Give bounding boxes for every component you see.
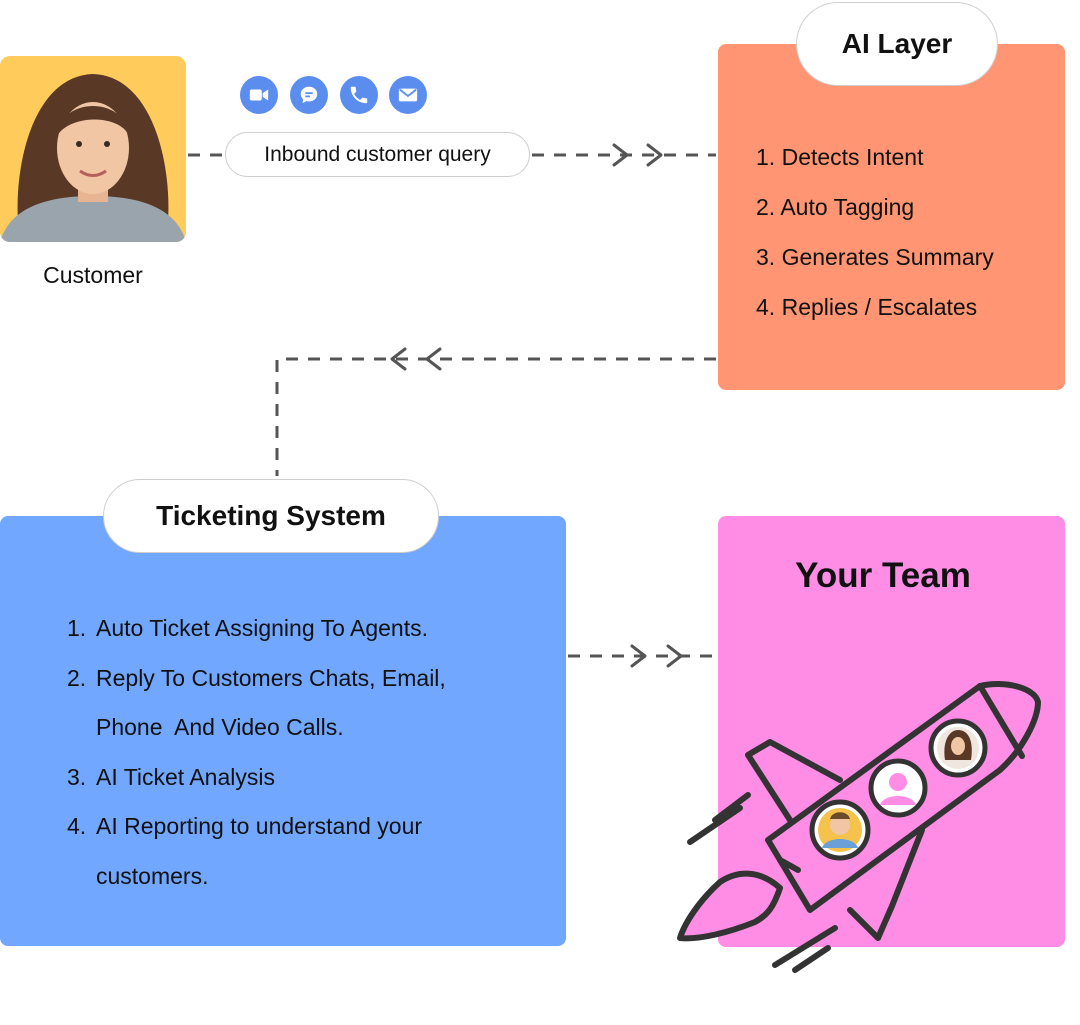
team-avatar-1 [809, 799, 871, 861]
ai-layer-title: AI Layer [796, 2, 998, 86]
team-title: Your Team [795, 556, 971, 595]
list-item-continuation: Phone And Video Calls. [96, 714, 344, 741]
list-item: 2.Reply To Customers Chats, Email, [67, 664, 446, 691]
ai-layer-card [718, 44, 1065, 390]
ai-layer-list: 1. Detects Intent 2. Auto Tagging 3. Gen… [756, 138, 994, 338]
list-item: 4. Replies / Escalates [756, 294, 978, 320]
arrow-left-1 [390, 347, 407, 371]
arrow-right-1 [612, 143, 629, 167]
team-avatar-3 [928, 718, 988, 778]
list-item: 3. Generates Summary [756, 244, 994, 270]
ticketing-card [0, 516, 566, 946]
ticketing-title: Ticketing System [103, 479, 439, 553]
customer-avatar [0, 56, 186, 242]
list-item: 4.AI Reporting to understand your [67, 813, 423, 840]
list-item: 3.AI Ticket Analysis [67, 763, 275, 790]
video-call-icon [240, 76, 278, 114]
customer-label: Customer [43, 262, 143, 288]
arrow-right-3 [630, 644, 647, 668]
email-icon [389, 76, 427, 114]
arrow-right-4 [666, 644, 683, 668]
list-item: 2. Auto Tagging [756, 194, 915, 220]
list-item: 1.Auto Ticket Assigning To Agents. [67, 615, 429, 641]
list-item: 1. Detects Intent [756, 144, 924, 170]
team-avatar-2 [868, 758, 928, 818]
list-item-continuation: customers. [96, 862, 209, 889]
ticketing-list: 1.Auto Ticket Assigning To Agents. 2.Rep… [67, 604, 446, 902]
arrow-left-2 [425, 347, 442, 371]
chat-icon [290, 76, 328, 114]
connector-ai-to-ticketing [275, 357, 716, 476]
inbound-query-label: Inbound customer query [264, 142, 491, 166]
rocket-illustration [677, 680, 1041, 973]
inbound-query-pill: Inbound customer query [225, 132, 530, 177]
phone-icon [340, 76, 378, 114]
arrow-right-2 [646, 143, 663, 167]
